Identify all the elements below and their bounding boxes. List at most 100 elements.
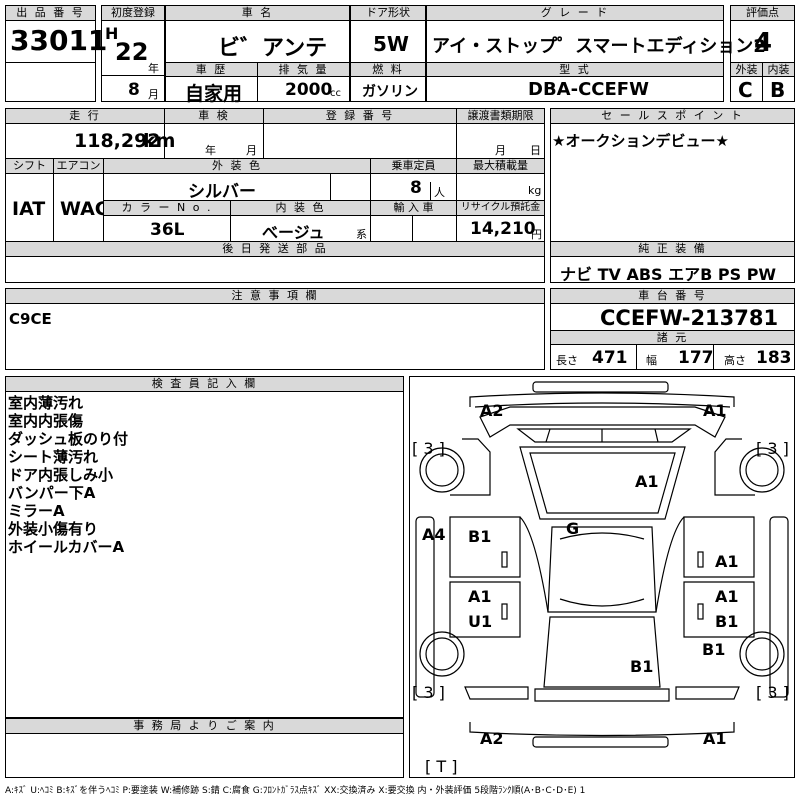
exterior-color-label: 外 装 色 <box>103 158 371 174</box>
front-left-mark: A2 <box>480 401 504 420</box>
score-label: 評価点 <box>730 5 795 21</box>
inspector-line: ホイールカバーA <box>8 538 125 556</box>
capacity-label: 乗車定員 <box>370 158 457 174</box>
mileage: 118,292 <box>74 130 161 152</box>
import-label: 輸 入 車 <box>370 200 457 216</box>
notes-label: 注 意 事 項 欄 <box>5 288 545 304</box>
right-quarter-mark: B1 <box>702 640 726 659</box>
color-number: 36L <box>150 220 185 240</box>
registration-number-label: 登 録 番 号 <box>263 108 457 124</box>
car-name: ビ゛アンテ <box>218 36 328 61</box>
spare-tire-mark: [ T ] <box>425 757 458 776</box>
fuel: ガソリン <box>362 84 418 100</box>
length: 471 <box>592 348 628 368</box>
inspector-line: ミラーA <box>8 502 65 520</box>
right-rear-door-b-mark: B1 <box>715 612 739 631</box>
shift: IAT <box>12 198 46 220</box>
grade-label: グ レ ー ド <box>426 5 724 21</box>
inspector-notes: 室内薄汚れ 室内内張傷 ダッシュ板のり付 シート薄汚れ ドア内張しみ小 バンパー… <box>8 394 128 556</box>
transfer-month-unit: 月 <box>495 144 506 157</box>
capacity-unit: 人 <box>434 186 445 199</box>
first-registration-label: 初度登録 <box>101 5 165 21</box>
era: H <box>105 24 119 43</box>
inspector-line: 室内内張傷 <box>8 412 84 430</box>
left-fender-mark: A4 <box>422 525 446 544</box>
inspector-line: ダッシュ板のり付 <box>8 430 129 448</box>
dims-label: 諸 元 <box>550 330 795 345</box>
right-rear-door-a-mark: A1 <box>715 587 739 606</box>
recycle-fee: 14,210 <box>470 219 536 239</box>
exterior-grade: C <box>738 78 753 102</box>
height-label: 高さ <box>724 354 746 367</box>
model: DBA-CCEFW <box>528 79 649 100</box>
right-front-door-mark: A1 <box>715 552 739 571</box>
inspector-label: 検 査 員 記 入 欄 <box>5 376 404 392</box>
max-load-unit: kg <box>528 184 542 197</box>
equipment-text: ナビ TV ABS エアB PS PW <box>560 265 777 284</box>
lot-number-label: 出 品 番 号 <box>5 5 96 21</box>
front-right-mark: A1 <box>703 401 727 420</box>
length-label: 長さ <box>556 354 578 367</box>
inspector-line: シート薄汚れ <box>8 448 99 466</box>
tire-rear-left-mark: [ 3 ] <box>412 683 445 702</box>
hood-mark: A1 <box>635 472 659 491</box>
shift-label: シフト <box>5 158 54 174</box>
inspection-year-unit: 年 <box>205 144 216 157</box>
capacity: 8 <box>410 178 422 198</box>
score: 4 <box>754 28 773 58</box>
ac-label: エアコン <box>53 158 104 174</box>
inspector-line: バンパー下A <box>8 484 96 502</box>
width: 177 <box>678 348 714 368</box>
rear-left-mark: A2 <box>480 729 504 748</box>
roof-mark: G <box>566 519 580 538</box>
interior-color-unit: 系 <box>356 228 367 241</box>
year-unit: 年 <box>148 62 159 75</box>
exterior-label: 外装 <box>730 62 763 77</box>
left-rear-door-u-mark: U1 <box>468 612 493 631</box>
mileage-unit: km <box>143 130 176 152</box>
office-label: 事 務 局 よ り ご 案 内 <box>5 718 404 734</box>
left-rear-door-a-mark: A1 <box>468 587 492 606</box>
month-unit: 月 <box>148 88 159 101</box>
grade: アイ・ストップ゜スマートエディション2 <box>432 36 766 57</box>
model-label: 型 式 <box>426 62 724 77</box>
mileage-label: 走 行 <box>5 108 165 124</box>
inspector-line: 室内薄汚れ <box>8 394 84 412</box>
displacement-label: 排 気 量 <box>257 62 350 77</box>
legend: A:ｷｽﾞ U:ﾍｺﾐ B:ｷｽﾞを伴うﾍｺﾐ P:要塗装 W:補修跡 S:錆 … <box>5 786 586 796</box>
inspection-label: 車 検 <box>164 108 264 124</box>
sales-point-label: セ ー ル ス ポ イ ン ト <box>550 108 795 124</box>
sales-point-text: ★オークションデビュー★ <box>552 132 729 150</box>
ac: WAC <box>60 198 109 220</box>
inspection-month-unit: 月 <box>246 144 257 157</box>
exterior-color: シルバー <box>188 182 256 202</box>
interior-color-label: 内 装 色 <box>230 200 371 216</box>
notes-text: C9CE <box>9 310 52 328</box>
equipment-label: 純 正 装 備 <box>550 241 795 257</box>
interior-label: 内装 <box>762 62 795 77</box>
registration-year: 22 <box>115 38 149 66</box>
tire-front-left-mark: [ 3 ] <box>412 439 445 458</box>
lot-number: 33011 <box>10 24 108 57</box>
door-label: ドア形状 <box>350 5 426 21</box>
left-front-door-mark: B1 <box>468 527 492 546</box>
recycle-unit: 円 <box>531 228 542 241</box>
tire-rear-right-mark: [ 3 ] <box>756 683 789 702</box>
inspector-line: 外装小傷有り <box>8 520 99 538</box>
displacement: 2000 <box>285 80 333 100</box>
later-parts-label: 後 日 発 送 部 品 <box>5 241 545 257</box>
history-label: 車 歴 <box>165 62 258 77</box>
recycle-label: リサイクル預託金 <box>456 200 545 216</box>
transfer-deadline-label: 譲渡書類期限 <box>456 108 545 124</box>
color-number-label: カ ラ ー N o . <box>103 200 231 216</box>
car-name-label: 車 名 <box>165 5 350 21</box>
registration-month: 8 <box>128 80 140 100</box>
height: 183 <box>756 348 792 368</box>
displacement-unit: cc <box>330 88 341 99</box>
width-label: 幅 <box>646 354 657 367</box>
car-diagram: A2 A1 [ 3 ] [ 3 ] A1 A4 B1 G A1 A1 U1 A1… <box>409 376 795 778</box>
chassis-label: 車 台 番 号 <box>550 288 795 304</box>
fuel-label: 燃 料 <box>350 62 426 77</box>
interior-grade: B <box>770 78 786 102</box>
inspector-line: ドア内張しみ小 <box>8 466 114 484</box>
